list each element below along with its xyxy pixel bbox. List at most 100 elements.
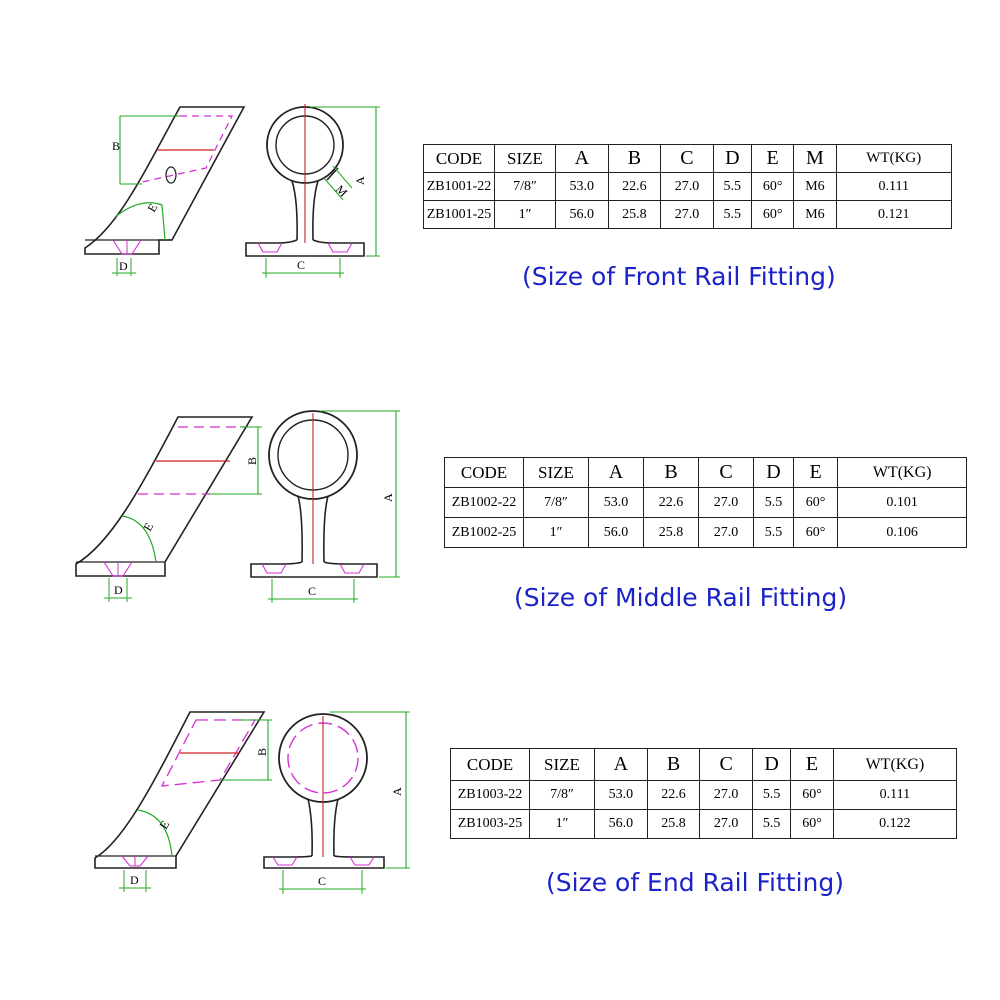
cell: 1″	[494, 200, 556, 229]
middle-dim-d-label: D	[114, 583, 123, 597]
cell: 0.101	[837, 487, 967, 518]
col-c: C	[699, 748, 754, 781]
cell: 5.5	[752, 809, 792, 839]
col-size: SIZE	[529, 748, 595, 781]
cell: 60°	[790, 780, 834, 810]
cell: 27.0	[660, 172, 714, 201]
end-dim-a-label: A	[390, 787, 404, 796]
cell: 5.5	[712, 200, 752, 229]
end-front-view	[263, 711, 410, 894]
cell: 7/8″	[494, 172, 556, 201]
end-dim-e-label: E	[156, 818, 172, 831]
cell: 7/8″	[523, 487, 589, 518]
cell: 22.6	[646, 780, 701, 810]
cell: 0.106	[837, 517, 967, 548]
cell: 60°	[750, 172, 795, 201]
col-d: D	[752, 748, 792, 781]
col-wt: WT(KG)	[835, 144, 953, 173]
end-side-view	[94, 711, 272, 892]
cell: 5.5	[753, 487, 794, 518]
col-wt: WT(KG)	[832, 748, 958, 781]
front-spec-table: CODE SIZE A B C D E M WT(KG) ZB1001-22 7…	[423, 144, 953, 229]
cell: 60°	[750, 200, 795, 229]
col-code: CODE	[444, 457, 524, 488]
col-d: D	[753, 457, 794, 488]
table-row: ZB1002-25 1″ 56.0 25.8 27.0 5.5 60° 0.10…	[444, 517, 967, 548]
cell: 27.0	[699, 780, 754, 810]
middle-caption: (Size of Middle Rail Fitting)	[514, 583, 848, 612]
cell: ZB1001-25	[423, 200, 495, 229]
cell: 22.6	[643, 487, 699, 518]
cell: 60°	[790, 809, 834, 839]
cell: 27.0	[698, 487, 754, 518]
front-side-view	[84, 106, 246, 276]
cell: 25.8	[646, 809, 701, 839]
col-d: D	[712, 144, 752, 173]
col-m: M	[793, 144, 837, 173]
front-dim-m-label: M	[333, 182, 351, 200]
cell: 5.5	[753, 517, 794, 548]
middle-dim-e-label: E	[140, 520, 156, 533]
col-c: C	[660, 144, 714, 173]
col-size: SIZE	[523, 457, 589, 488]
end-fitting-section: B E D C A CODE SIZE A B C D E	[0, 660, 1000, 1000]
front-dim-a-label: A	[353, 176, 367, 185]
cell: M6	[793, 200, 837, 229]
end-dim-d-label: D	[130, 873, 139, 887]
col-a: A	[555, 144, 609, 173]
col-b: B	[646, 748, 701, 781]
col-a: A	[588, 457, 644, 488]
col-size: SIZE	[494, 144, 556, 173]
col-code: CODE	[423, 144, 495, 173]
cell: 27.0	[698, 517, 754, 548]
middle-dim-b-label: B	[245, 457, 259, 465]
middle-spec-table: CODE SIZE A B C D E WT(KG) ZB1002-22 7/8…	[444, 457, 967, 548]
end-dim-b-label: B	[255, 748, 269, 756]
col-a: A	[594, 748, 648, 781]
cell: 0.121	[835, 200, 953, 229]
col-b: B	[607, 144, 662, 173]
table-row: ZB1003-25 1″ 56.0 25.8 27.0 5.5 60° 0.12…	[450, 809, 958, 839]
table-header-row: CODE SIZE A B C D E WT(KG)	[444, 457, 967, 488]
cell: 22.6	[607, 172, 662, 201]
col-c: C	[698, 457, 754, 488]
cell: 56.0	[555, 200, 609, 229]
cell: 0.111	[832, 780, 958, 810]
end-spec-table: CODE SIZE A B C D E WT(KG) ZB1003-22 7/8…	[450, 748, 958, 839]
cell: 5.5	[712, 172, 752, 201]
middle-fitting-section: B E D C A CODE SIZE A B C D E	[0, 330, 1000, 660]
front-fitting-drawing: B E D M C A	[84, 104, 380, 278]
cell: 56.0	[588, 517, 644, 548]
cell: 1″	[529, 809, 595, 839]
cell: 53.0	[594, 780, 648, 810]
cell: ZB1002-25	[444, 517, 524, 548]
cell: 27.0	[699, 809, 754, 839]
cell: 53.0	[555, 172, 609, 201]
front-front-view	[245, 104, 380, 278]
table-row: ZB1001-25 1″ 56.0 25.8 27.0 5.5 60° M6 0…	[423, 200, 953, 229]
front-dim-d-label: D	[119, 259, 128, 273]
end-caption: (Size of End Rail Fitting)	[546, 868, 845, 897]
front-caption: (Size of Front Rail Fitting)	[522, 262, 836, 291]
cell: 5.5	[752, 780, 792, 810]
col-wt: WT(KG)	[837, 457, 967, 488]
front-dim-c-label: C	[297, 258, 305, 272]
cell: 53.0	[588, 487, 644, 518]
col-e: E	[750, 144, 795, 173]
cell: M6	[793, 172, 837, 201]
front-dim-b-label: B	[112, 139, 120, 153]
col-e: E	[790, 748, 834, 781]
cell: 25.8	[607, 200, 662, 229]
cell: 0.111	[835, 172, 953, 201]
table-row: ZB1002-22 7/8″ 53.0 22.6 27.0 5.5 60° 0.…	[444, 487, 967, 518]
middle-dim-a-label: A	[381, 493, 395, 502]
middle-fitting-drawing: B E D C A	[75, 410, 400, 603]
middle-dim-c-label: C	[308, 584, 316, 598]
table-row: ZB1001-22 7/8″ 53.0 22.6 27.0 5.5 60° M6…	[423, 172, 953, 201]
cell: 25.8	[643, 517, 699, 548]
cell: 1″	[523, 517, 589, 548]
cell: ZB1003-25	[450, 809, 530, 839]
middle-side-view	[75, 416, 262, 602]
cell: 60°	[792, 517, 839, 548]
col-b: B	[643, 457, 699, 488]
